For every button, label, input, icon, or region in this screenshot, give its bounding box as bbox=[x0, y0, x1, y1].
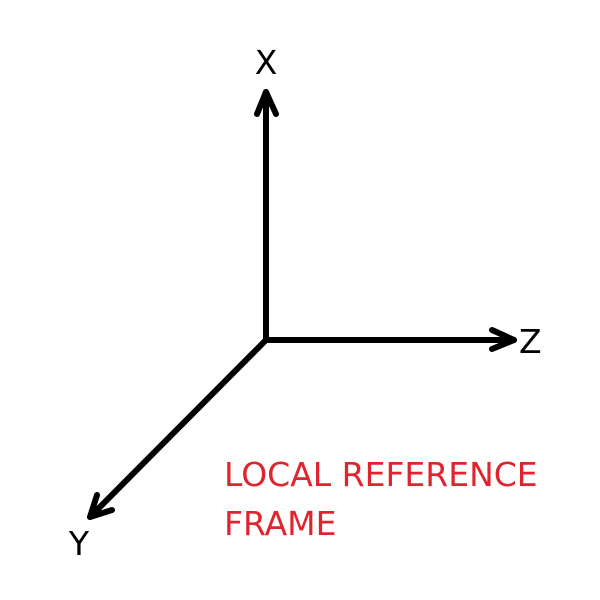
y-axis-label: Y bbox=[68, 524, 90, 563]
x-axis-label: X bbox=[255, 43, 278, 82]
x-axis-arrowhead bbox=[254, 89, 279, 117]
caption-line-1: LOCAL REFERENCE bbox=[224, 455, 538, 494]
z-axis-arrowhead bbox=[489, 327, 517, 352]
y-axis-arrowhead bbox=[87, 492, 115, 520]
caption-line-2: FRAME bbox=[224, 504, 336, 543]
y-axis-line bbox=[87, 337, 269, 520]
z-axis: Z bbox=[263, 322, 542, 361]
z-axis-label: Z bbox=[519, 322, 542, 361]
y-axis: Y bbox=[68, 337, 269, 563]
x-axis: X bbox=[254, 43, 279, 343]
